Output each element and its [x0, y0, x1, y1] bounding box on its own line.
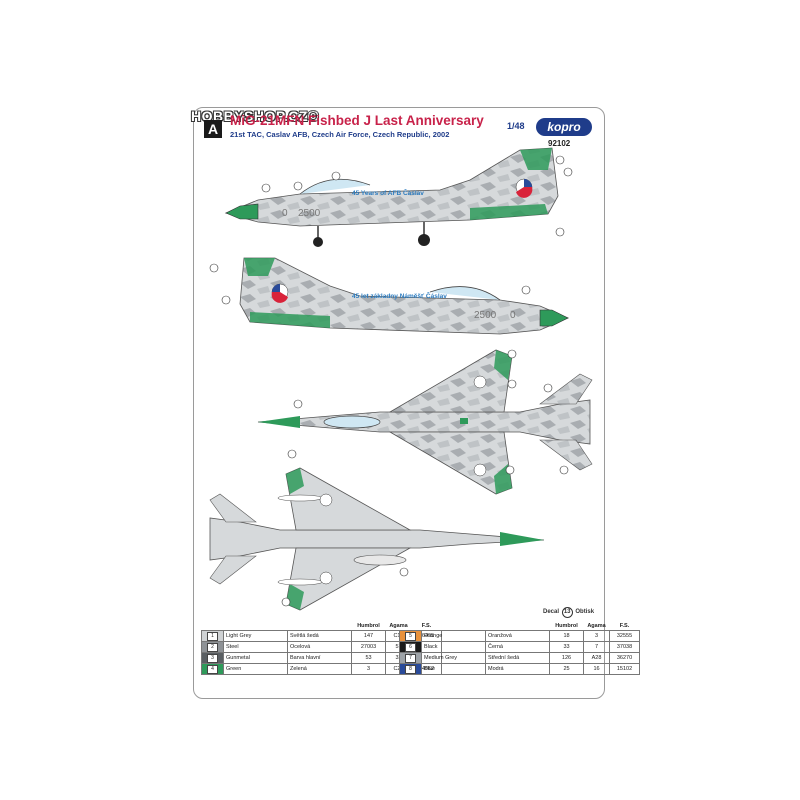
paint-header [202, 621, 224, 631]
left-side-view: 2500 0 45 Years of AFB Čáslav [224, 147, 559, 247]
paint-header [486, 621, 550, 631]
paint-header: Humbrol [357, 622, 380, 629]
paint-header: Agama [389, 622, 408, 629]
paint-humbrol: 53 [351, 652, 386, 664]
paint-name: Gunmetal [223, 652, 288, 664]
top-view [257, 349, 593, 495]
scale-label: 1/48 [507, 121, 525, 131]
paint-fs: 37038 [609, 641, 640, 653]
right-serial: 2500 [474, 310, 497, 321]
paint-name: Green [223, 663, 288, 675]
paint-fs: 36270 [609, 652, 640, 664]
paint-cz: Světlá šedá [287, 630, 352, 642]
callout-markers [209, 155, 573, 607]
paint-swatch: 3 [207, 653, 218, 663]
paint-header [288, 621, 352, 631]
paint-swatch: 5 [405, 631, 416, 641]
paint-fs: 15102 [609, 663, 640, 675]
paint-cz: Ocelová [287, 641, 352, 653]
kopro-logo: kopro [536, 118, 592, 136]
paint-name: Steel [223, 641, 288, 653]
paint-header [400, 621, 422, 631]
paint-agama: 16 [583, 663, 610, 675]
paint-swatch: 6 [405, 642, 416, 652]
paint-cz: Barva hlavní [287, 652, 352, 664]
paint-header: Humbrol [555, 622, 578, 629]
paint-swatch: 4 [207, 664, 218, 674]
paint-header [422, 621, 486, 631]
paint-humbrol: 147 [351, 630, 386, 642]
paint-header: Agama [587, 622, 606, 629]
paint-swatch: 1 [207, 631, 218, 641]
kit-code: 92102 [548, 139, 571, 148]
decal-label: Decal [543, 609, 560, 615]
paint-humbrol: 33 [549, 641, 584, 653]
paint-swatch: 7 [405, 653, 416, 663]
paint-agama: 3 [583, 630, 610, 642]
paint-agama: 7 [583, 641, 610, 653]
right-small-digit: 0 [510, 310, 516, 321]
left-serial: 2500 [298, 208, 321, 219]
paint-name: Orange [421, 630, 486, 642]
paint-header: F.S. [421, 622, 432, 629]
paint-humbrol: 18 [549, 630, 584, 642]
paint-agama: A28 [583, 652, 610, 664]
paint-name: Medium Grey [421, 652, 486, 664]
scheme-letter: A [204, 120, 222, 138]
bottom-view [209, 467, 545, 611]
paint-cz: Střední šedá [485, 652, 550, 664]
paint-humbrol: 126 [549, 652, 584, 664]
paint-cz: Oranžová [485, 630, 550, 642]
paint-fs: 32555 [609, 630, 640, 642]
scheme-title: MiG-21MFN Fishbed J Last Anniversary [230, 113, 484, 128]
left-anniv-text: 45 Years of AFB Čáslav [352, 188, 424, 197]
decal-suffix: Obtisk [575, 609, 595, 615]
paint-humbrol: 25 [549, 663, 584, 675]
watermark: HOBBYSHOP.CZ© [191, 108, 319, 124]
paint-name: Black [421, 641, 486, 653]
paint-cz: Černá [485, 641, 550, 653]
scheme-subtitle: 21st TAC, Caslav AFB, Czech Air Force, C… [230, 130, 450, 139]
paint-name: Light Grey [223, 630, 288, 642]
paint-name: Blue [421, 663, 486, 675]
paint-header: F.S. [619, 622, 630, 629]
paint-cz: Zelená [287, 663, 352, 675]
paint-cz: Modrá [485, 663, 550, 675]
paint-humbrol: 3 [351, 663, 386, 675]
left-small-digit: 0 [282, 208, 288, 219]
right-side-view: 2500 0 45 let základny Náměšť Čáslav [239, 257, 570, 335]
right-anniv-text: 45 let základny Náměšť Čáslav [352, 291, 447, 300]
paint-header [224, 621, 288, 631]
decal-legend: Decal 13 Obtisk [543, 607, 594, 618]
paint-swatch: 2 [207, 642, 218, 652]
paint-swatch: 8 [405, 664, 416, 674]
decal-number: 13 [561, 607, 573, 618]
paint-humbrol: 27003 [351, 641, 386, 653]
